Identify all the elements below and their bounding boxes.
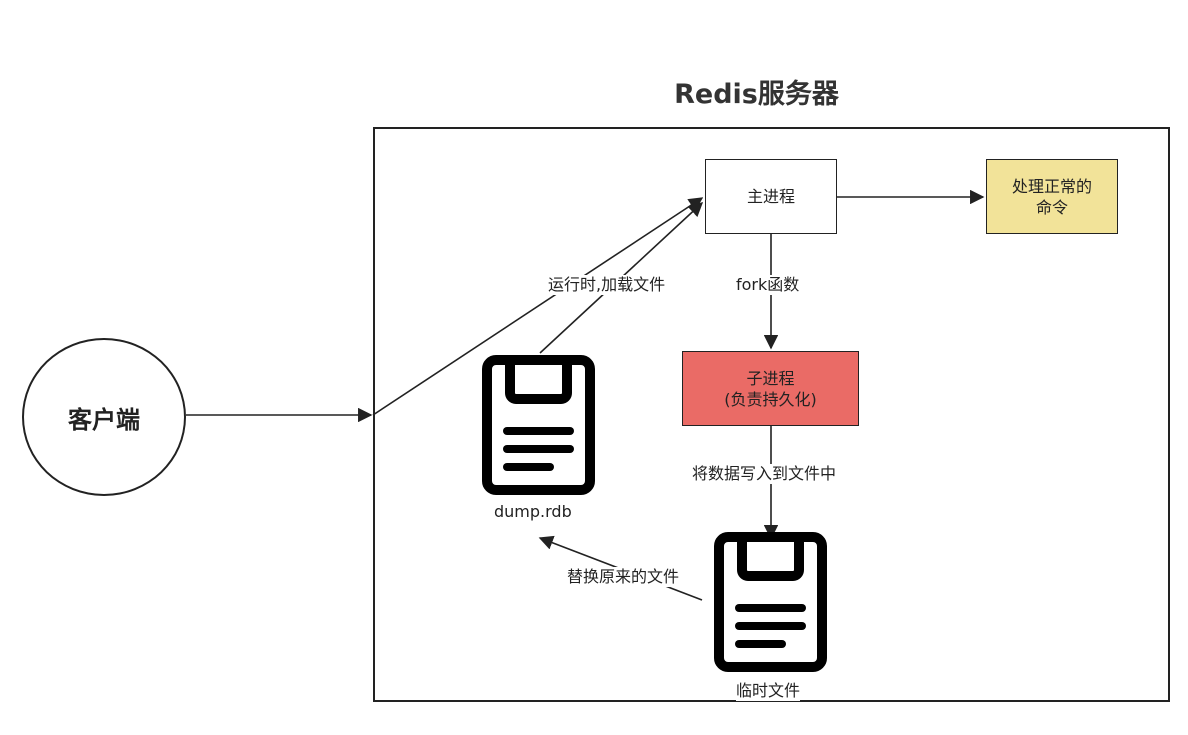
client-node[interactable]: 客户端 [22, 338, 186, 496]
dump-file-label: dump.rdb [494, 502, 572, 522]
child-process-node[interactable]: 子进程 (负责持久化) [682, 351, 859, 426]
diagram-title: Redis服务器 [674, 79, 839, 110]
main-process-node[interactable]: 主进程 [705, 159, 837, 234]
normal-command-node[interactable]: 处理正常的 命令 [986, 159, 1118, 234]
fork-label: fork函数 [736, 275, 800, 295]
temp-file-icon[interactable] [714, 532, 827, 672]
replace-file-label: 替换原来的文件 [567, 567, 680, 587]
main-process-label: 主进程 [746, 187, 795, 206]
temp-file-label: 临时文件 [736, 681, 801, 701]
normal-command-label: 处理正常的 命令 [1011, 176, 1092, 217]
write-data-label: 将数据写入到文件中 [692, 464, 837, 484]
dump-file-icon[interactable] [482, 355, 595, 495]
load-at-runtime-label: 运行时,加载文件 [548, 275, 666, 295]
server-to-main-arrow [372, 197, 704, 416]
client-label: 客户端 [68, 405, 140, 434]
child-process-label: 子进程 (负责持久化) [724, 368, 817, 409]
